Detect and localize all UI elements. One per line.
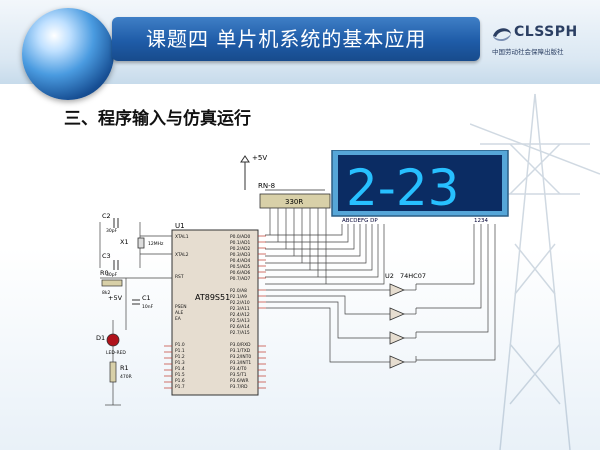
r0-value: 8k2 <box>102 290 110 296</box>
c2-value: 30pF <box>106 228 118 234</box>
r1-ref: R1 <box>120 364 129 372</box>
pin-right-5: P0.4/AD4 <box>230 258 250 264</box>
pin-left-4: PSEN <box>175 304 187 310</box>
mcu-ref: U1 <box>175 222 185 230</box>
buffer-ref: U2 <box>385 272 394 280</box>
pin-left-13: P1.6 <box>175 378 185 384</box>
circuit-schematic: +5V RN-8 330R 2-23 ABCDEFG DP 1234 <box>96 150 509 406</box>
pin-right-21: P3.4/T0 <box>230 366 247 372</box>
digit-labels: 1234 <box>474 218 488 224</box>
power-tower-illustration <box>470 93 600 450</box>
segment-labels: ABCDEFG DP <box>342 218 378 224</box>
pin-right-4: P0.3/AD3 <box>230 252 250 258</box>
display-digits: 2-23 <box>346 159 459 217</box>
vcc-label: +5V <box>252 154 267 162</box>
pin-right-3: P0.2/AD2 <box>230 246 250 252</box>
pin-left-1: XTAL1 <box>175 234 189 240</box>
pin-right-10: P2.1/A9 <box>230 294 247 300</box>
d1-value: LED-RED <box>106 350 126 356</box>
pin-right-16: P2.7/A15 <box>230 330 250 336</box>
pin-right-7: P0.6/AD6 <box>230 270 250 276</box>
pin-right-23: P3.6/WR <box>230 378 249 384</box>
logo-subtitle: 中国劳动社会保障出版社 <box>492 48 564 56</box>
c3-ref: C3 <box>102 252 111 260</box>
seven-segment-display: 2-23 ABCDEFG DP 1234 <box>331 150 509 224</box>
page-title: 课题四 单片机系统的基本应用 <box>146 27 427 51</box>
c3-value: 30pF <box>106 272 118 278</box>
power-label-2: +5V <box>108 294 123 302</box>
crystal-circuit: C2 30pF X1 12MHz C3 30pF <box>99 212 172 278</box>
pin-right-22: P3.5/T1 <box>230 372 247 378</box>
segment-wires <box>265 208 496 361</box>
mcu-chip: U1 AT89S51 XTAL1 XTAL2 RST PSEN ALE EA P… <box>164 222 266 396</box>
title-bar: 课题四 单片机系统的基本应用 <box>112 17 480 61</box>
resistor-network: RN-8 330R <box>258 182 331 209</box>
publisher-logo: CLSSPH 中国劳动社会保障出版社 <box>490 18 600 62</box>
d1-ref: D1 <box>96 334 105 342</box>
pin-right-11: P2.2/A10 <box>230 300 250 306</box>
pin-left-12: P1.5 <box>175 372 185 378</box>
pin-right-24: P3.7/RD <box>230 384 248 390</box>
pin-right-14: P2.5/A13 <box>230 318 250 324</box>
pin-right-12: P2.3/A11 <box>230 306 250 312</box>
c1-ref: C1 <box>142 294 151 302</box>
section-heading: 三、程序输入与仿真运行 <box>64 109 251 129</box>
port2-wires <box>266 289 380 363</box>
pin-right-15: P2.6/A14 <box>230 324 250 330</box>
c1-value: 10nF <box>142 304 154 310</box>
pin-right-1: P0.0/AD0 <box>230 234 250 240</box>
pin-left-9: P1.2 <box>175 354 185 360</box>
buffer-part: 74HC07 <box>400 272 426 280</box>
pin-right-18: P3.1/TXD <box>230 348 251 354</box>
c2-ref: C2 <box>102 212 111 220</box>
pin-right-9: P2.0/A8 <box>230 288 247 294</box>
pin-left-14: P1.7 <box>175 384 185 390</box>
led-icon <box>106 333 120 347</box>
pin-right-13: P2.4/A12 <box>230 312 250 318</box>
r0-ref: R0 <box>100 269 109 277</box>
swirl-icon <box>493 28 511 41</box>
crystal-ref: X1 <box>120 238 129 246</box>
pin-left-6: EA <box>175 316 181 322</box>
mcu-part: AT89S51 <box>195 293 230 302</box>
pin-right-6: P0.5/AD5 <box>230 264 250 270</box>
pin-left-2: XTAL2 <box>175 252 189 258</box>
globe-icon <box>22 8 114 100</box>
pin-right-17: P3.0/RXD <box>230 342 251 348</box>
power-symbol-top: +5V <box>240 154 267 190</box>
pin-right-20: P3.3/INT1 <box>230 360 251 366</box>
pin-left-3: RST <box>175 274 184 280</box>
pin-right-2: P0.1/AD1 <box>230 240 250 246</box>
rn-value: 330R <box>285 198 303 206</box>
logo-text: CLSSPH <box>514 24 578 40</box>
pin-right-19: P3.2/INT0 <box>230 354 251 360</box>
pin-left-11: P1.4 <box>175 366 185 372</box>
buffer-u2: U2 74HC07 <box>380 272 426 369</box>
pin-right-8: P0.7/AD7 <box>230 276 250 282</box>
rn-ref: RN-8 <box>258 182 275 190</box>
pin-left-7: P1.0 <box>175 342 185 348</box>
pin-left-10: P1.3 <box>175 360 185 366</box>
pin-left-8: P1.1 <box>175 348 185 354</box>
pin-left-5: ALE <box>175 310 183 316</box>
crystal-value: 12MHz <box>148 241 164 247</box>
led-circuit: D1 LED-RED R1 470R <box>96 320 132 406</box>
r1-value: 470R <box>120 374 132 380</box>
reset-circuit: R0 8k2 +5V C1 10nF <box>100 269 172 330</box>
